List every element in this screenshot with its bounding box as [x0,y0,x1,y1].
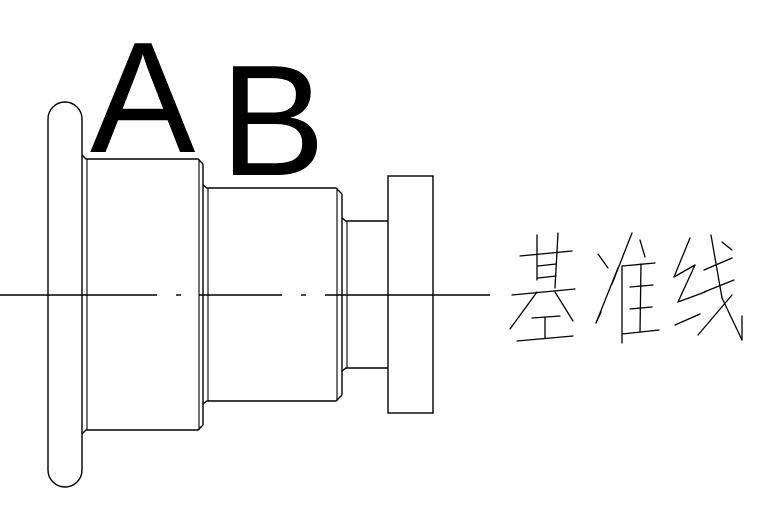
datum-line-label: 基准线 [509,232,743,344]
left-flange [47,101,83,488]
section-a-body [81,154,204,435]
section-b-body [202,184,343,405]
section-b-label: B [220,33,326,209]
section-a-label: A [90,10,196,186]
neck-section [341,217,388,372]
right-flange [387,175,434,414]
